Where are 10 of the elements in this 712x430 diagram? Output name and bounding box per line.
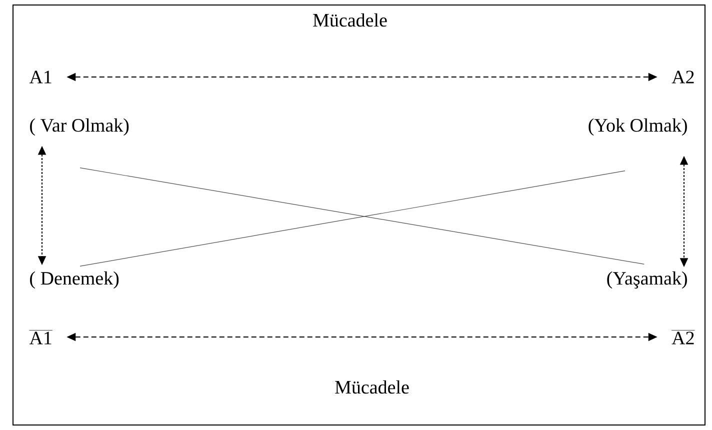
heading-label: Mücadele xyxy=(313,13,387,27)
node-label: $\overline{\mathrm{A2}}$ xyxy=(672,330,695,344)
node-label: A1 xyxy=(29,70,52,84)
heading-label: Mücadele xyxy=(335,380,409,394)
node-label: A2 xyxy=(672,70,694,84)
node-label: ( Denemek) xyxy=(30,271,119,289)
node-label: (Yaşamak) xyxy=(607,271,687,289)
node-label: ( Var Olmak) xyxy=(30,118,129,136)
node-label: (Yok Olmak) xyxy=(588,118,687,136)
node-label: $\overline{\mathrm{A1}}$ xyxy=(29,330,52,344)
